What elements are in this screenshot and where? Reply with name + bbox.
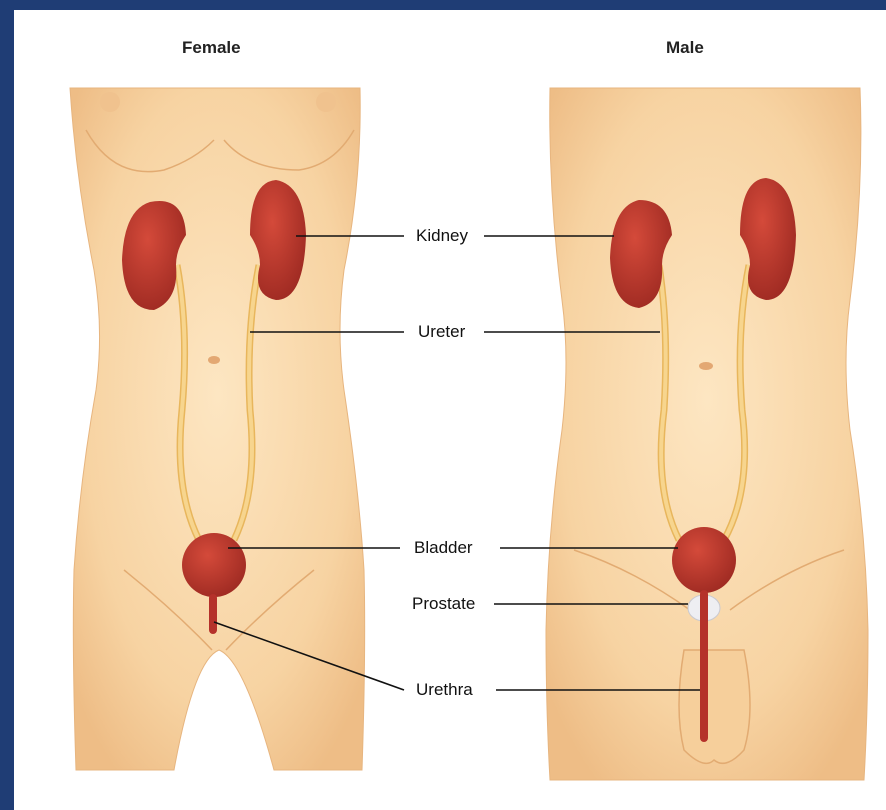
female-body <box>70 88 365 770</box>
ureter-label: Ureter <box>418 322 465 342</box>
female-title: Female <box>182 38 241 58</box>
kidney-label: Kidney <box>416 226 468 246</box>
urethra-label: Urethra <box>416 680 473 700</box>
bladder-label: Bladder <box>414 538 473 558</box>
prostate-label: Prostate <box>412 594 475 614</box>
male-title: Male <box>666 38 704 58</box>
male-kidney-right <box>740 178 796 300</box>
female-kidney-right <box>250 180 306 300</box>
female-bladder <box>182 533 246 597</box>
female-urethra <box>209 594 217 634</box>
diagram-panel: Female Male Kidney Ureter Bladder Prosta… <box>14 10 886 810</box>
male-urethra <box>700 590 708 742</box>
male-bladder <box>672 527 736 593</box>
